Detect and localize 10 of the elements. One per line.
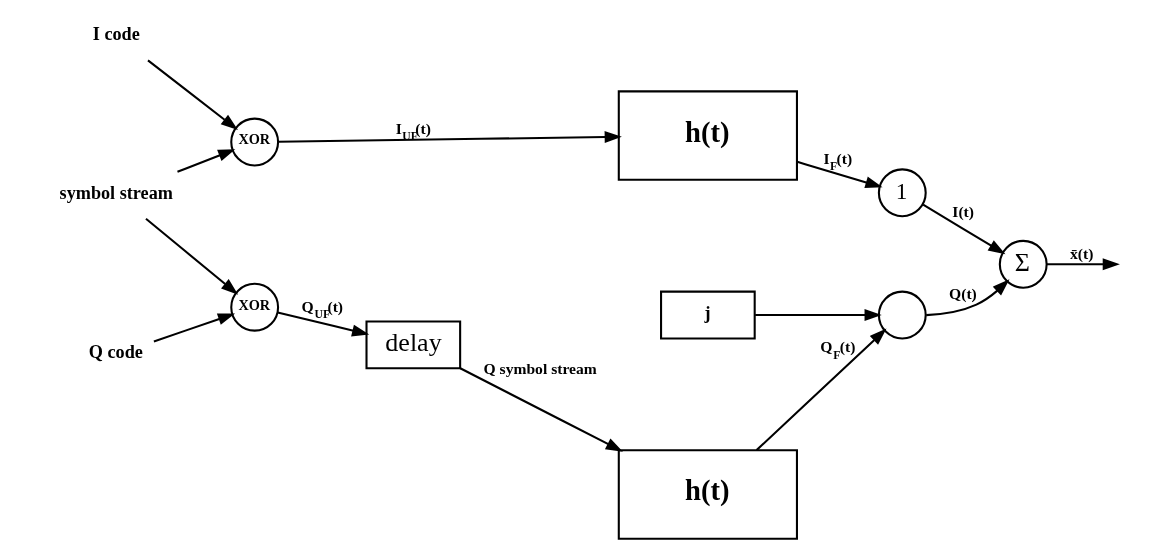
edge-label: Q$_{F}$(t) — [819, 338, 855, 362]
edge-label: x̄(t) — [1069, 244, 1093, 262]
node-text: I code — [92, 24, 140, 45]
edge-label: Q$_{UF}$(t) — [300, 297, 343, 322]
edge-label: Q symbol stream — [483, 360, 597, 378]
edge-label: I$_{F}$(t) — [823, 149, 852, 174]
node-text: Q code — [88, 341, 143, 362]
node-text: symbol stream — [59, 182, 173, 203]
edge-label: I(t) — [951, 202, 974, 220]
edge-label: Q(t) — [948, 284, 977, 302]
